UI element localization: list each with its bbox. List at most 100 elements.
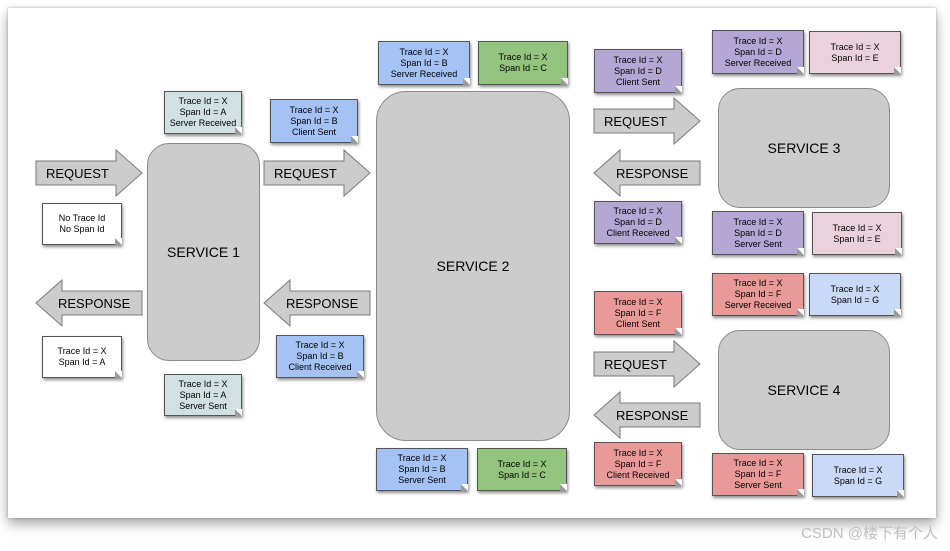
response-arrow-3-label: RESPONSE (616, 165, 689, 181)
note-line: Trace Id = X (613, 54, 663, 65)
request-arrow-2: REQUEST (263, 148, 371, 198)
response-arrow-4: RESPONSE (593, 390, 701, 440)
note-line: Trace Id = X (613, 447, 663, 458)
note-line: Trace Id = X (399, 46, 449, 57)
note-line: Span Id = G (833, 475, 883, 486)
request-arrow-4-label: REQUEST (604, 356, 667, 372)
response-arrow-3: RESPONSE (593, 148, 701, 198)
note-line: Trace Id = X (178, 378, 228, 389)
note-line: Trace Id = X (289, 104, 339, 115)
note-line: Span Id = D (614, 65, 662, 76)
note-line: Trace Id = X (830, 283, 880, 294)
arrow-polygon (593, 148, 701, 198)
arrow-shape (593, 96, 701, 146)
note-line: Trace Id = X (498, 52, 548, 62)
note-line: Trace Id = X (497, 458, 547, 469)
note-line: Span Id = E (833, 233, 881, 244)
note-line: Server Sent (398, 475, 446, 485)
response-arrow-2: RESPONSE (263, 278, 371, 328)
service-4-label: SERVICE 4 (767, 382, 841, 398)
service-2-label: SERVICE 2 (436, 258, 510, 274)
note-line: Server Received (169, 118, 237, 128)
note-line: Span Id = B (296, 351, 344, 361)
service-3-box: SERVICE 3 (718, 88, 890, 208)
note-line: Span Id = G (830, 294, 880, 305)
arrow-polygon (35, 278, 143, 328)
arrow-polygon (263, 148, 371, 198)
note-line: Client Sent (615, 318, 661, 329)
note-line: Client Received (606, 228, 670, 238)
request-arrow-3-label: REQUEST (604, 113, 667, 129)
note-line: Trace Id = X (832, 222, 882, 233)
note-line: Server Sent (734, 238, 782, 249)
note-line: Trace Id = X (613, 296, 663, 307)
note-line: Trace Id = X (733, 35, 783, 46)
request-arrow-1: REQUEST (35, 148, 143, 198)
note-line: Span Id = C (498, 469, 546, 480)
arrow-shape (35, 278, 143, 328)
note-line: Span Id = A (179, 107, 227, 117)
note-line: Span Id = E (831, 52, 879, 63)
note-line: Span Id = F (614, 307, 662, 318)
note-line: Client Received (606, 469, 670, 480)
note-line: No Trace Id (58, 213, 106, 223)
request-arrow-4: REQUEST (593, 339, 701, 389)
note-line: Trace Id = X (397, 453, 447, 463)
note-line: Span Id = B (290, 115, 338, 126)
arrow-polygon (593, 339, 701, 389)
note-line: Span Id = A (179, 389, 227, 400)
note-line: Span Id = F (734, 289, 782, 299)
note-line: Trace Id = X (613, 206, 663, 216)
note-line: Server Received (390, 68, 458, 79)
note-line: Span Id = B (400, 57, 448, 68)
note-line: Server Received (724, 300, 792, 310)
note-line: Span Id = D (614, 217, 662, 227)
arrow-shape (263, 278, 371, 328)
note-line: Span Id = F (734, 469, 782, 479)
note-line: Trace Id = X (178, 96, 228, 106)
watermark-text: CSDN @楼下有个人 (801, 525, 938, 542)
note-line: Span Id = B (398, 464, 446, 474)
note-line: Trace Id = X (833, 464, 883, 475)
request-arrow-2-label: REQUEST (274, 165, 337, 181)
note-line: Span Id = C (499, 63, 547, 73)
note-line: Trace Id = X (830, 41, 880, 52)
note-line: Trace Id = X (57, 346, 107, 356)
response-arrow-1: RESPONSE (35, 278, 143, 328)
request-arrow-3: REQUEST (593, 96, 701, 146)
note-line: Span Id = F (614, 458, 662, 469)
service-2-box: SERVICE 2 (376, 91, 570, 441)
arrow-shape (35, 148, 143, 198)
response-arrow-1-label: RESPONSE (58, 295, 131, 311)
arrow-polygon (263, 278, 371, 328)
note-line: Server Sent (734, 480, 782, 490)
note-line: Server Received (724, 57, 792, 68)
arrow-shape (263, 148, 371, 198)
arrow-shape (593, 148, 701, 198)
note-line: Client Sent (291, 126, 337, 137)
note-line: Trace Id = X (733, 278, 783, 288)
service-3-label: SERVICE 3 (767, 140, 841, 156)
note-line: Trace Id = X (733, 216, 783, 227)
arrow-shape (593, 339, 701, 389)
note-line: Span Id = D (734, 227, 782, 238)
note-line: Client Received (288, 362, 352, 372)
